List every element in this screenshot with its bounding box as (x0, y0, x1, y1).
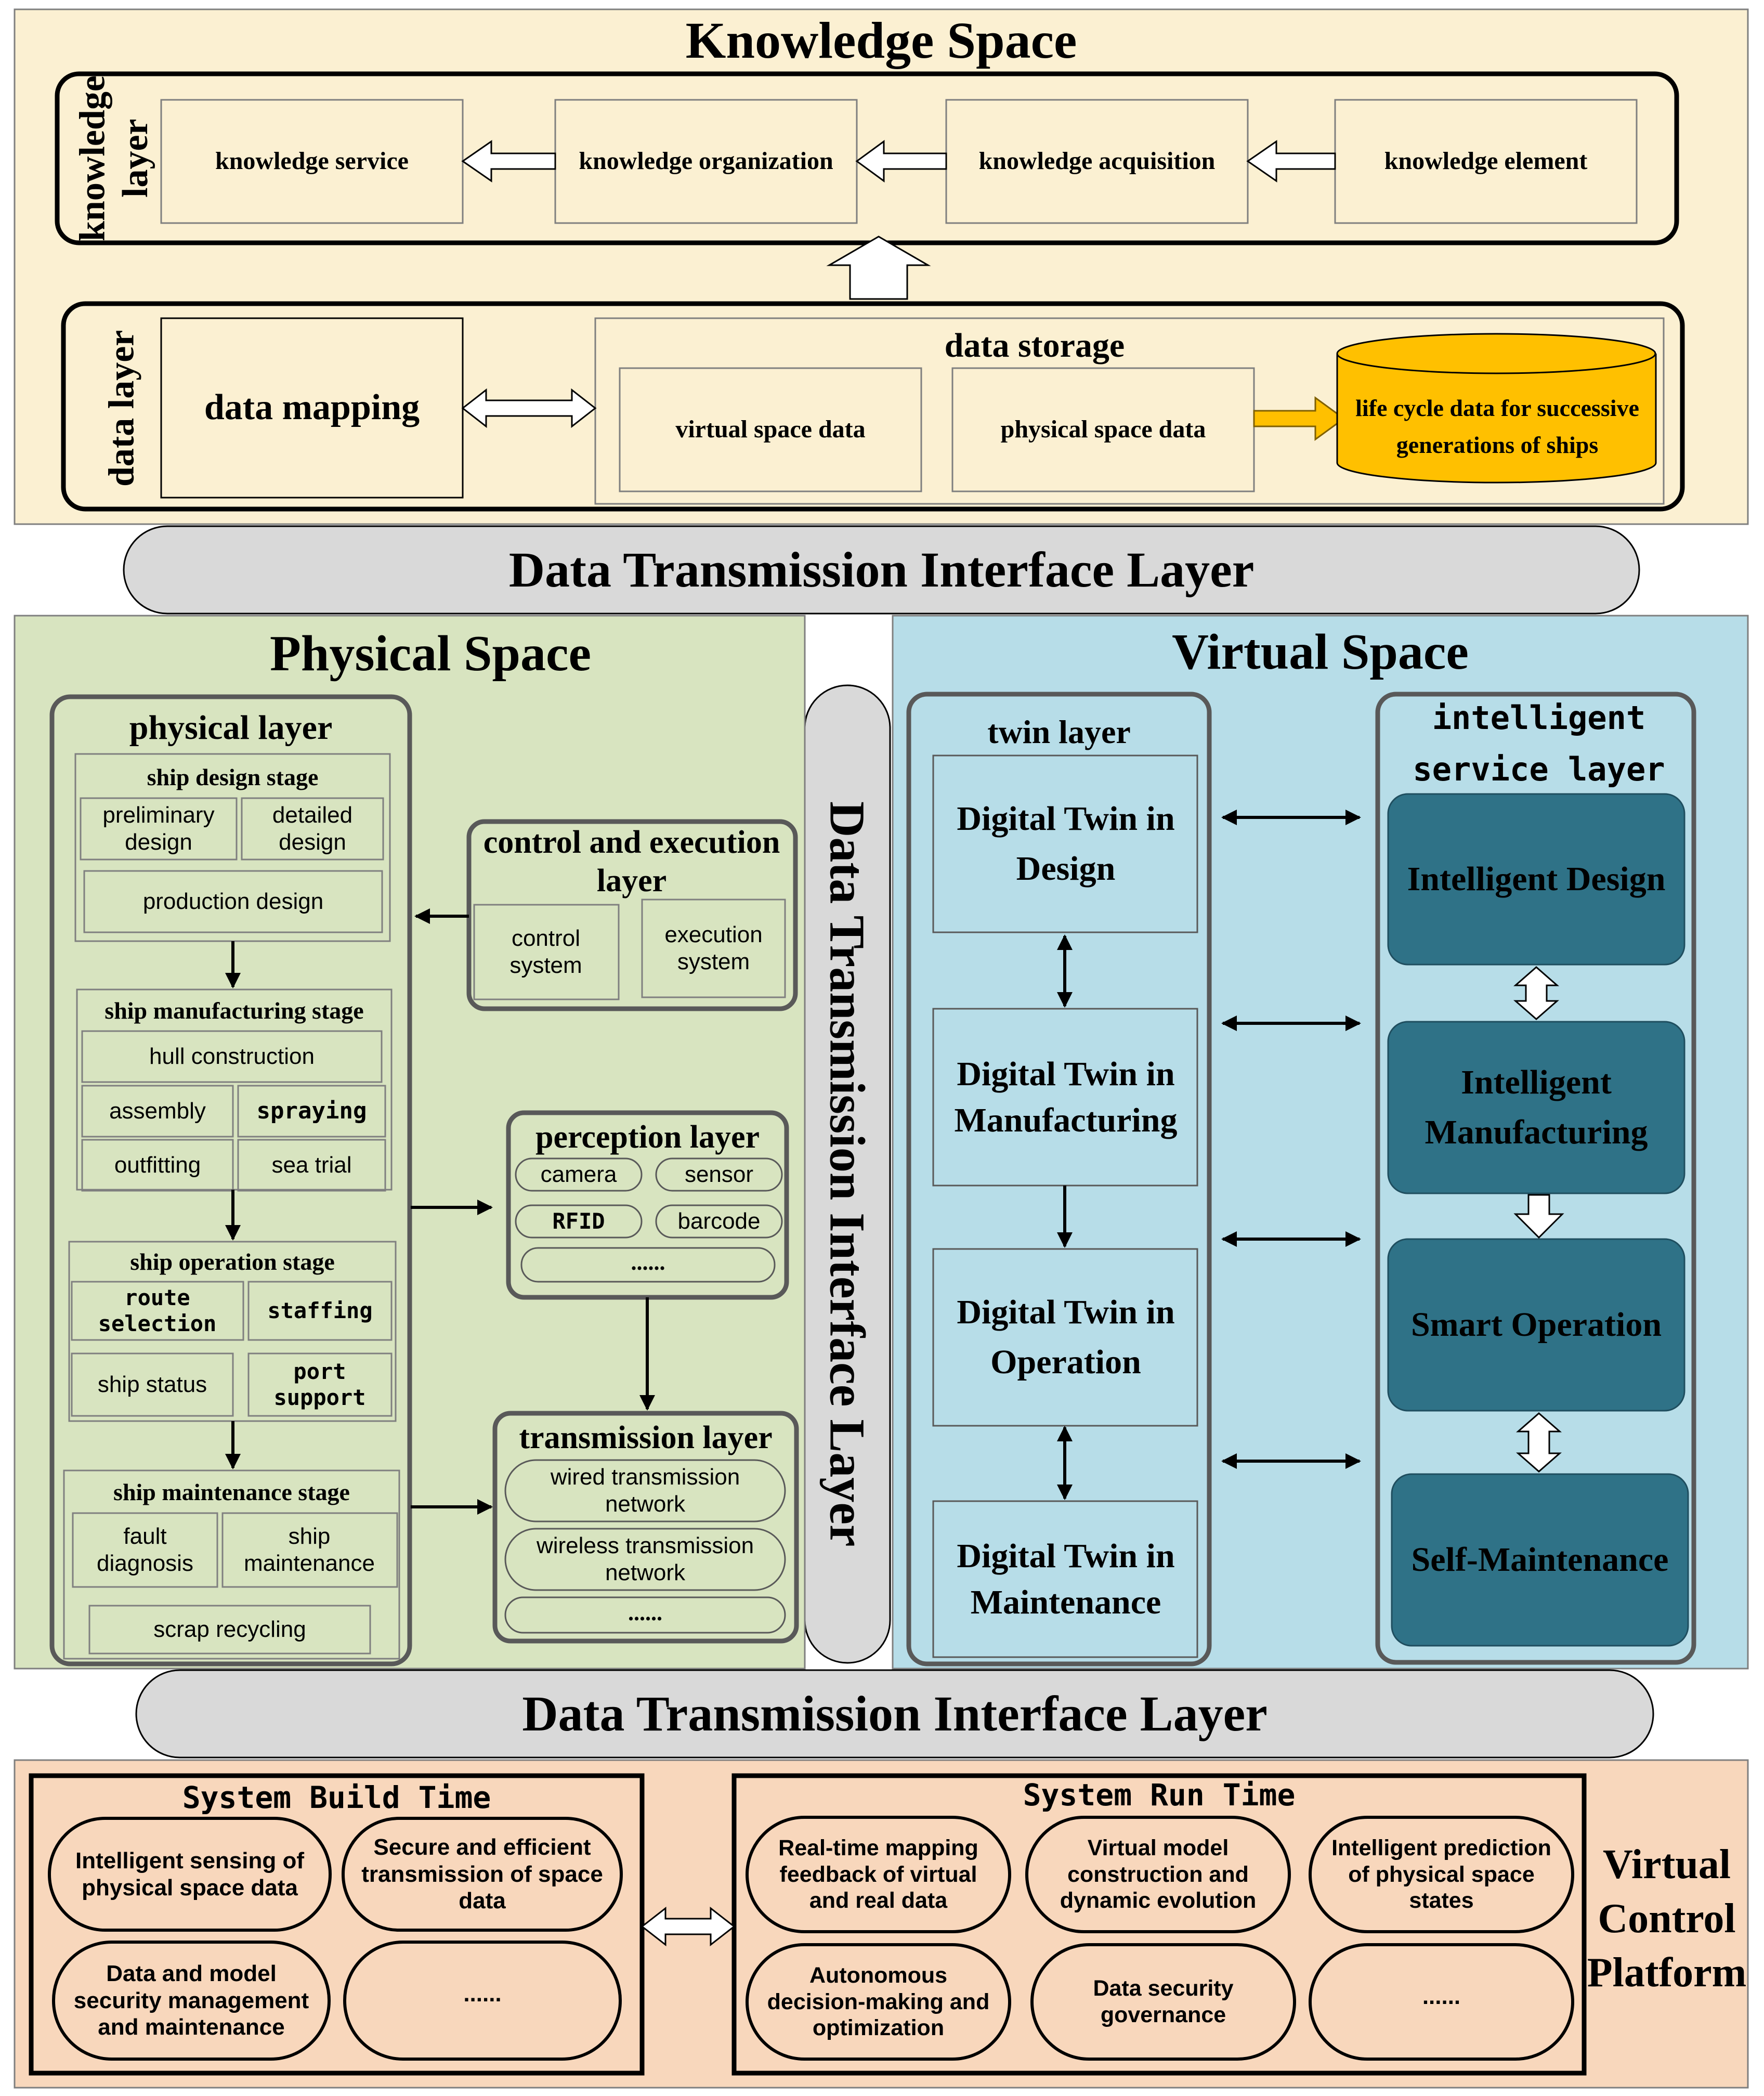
double-hollow-arrow-vertical (1513, 966, 1559, 1020)
left-hollow-arrow (1246, 140, 1336, 183)
run-time-title: System Run Time (1023, 1777, 1296, 1813)
knowledge-service-box: knowledge service (215, 147, 409, 175)
build-item-security: Data and model security management and m… (73, 1960, 309, 2040)
run-item-model: Virtual model construction and dynamic e… (1060, 1835, 1257, 1913)
production-design-box: production design (142, 889, 324, 915)
twin-maintenance-box: Digital Twin in Maintenance (957, 1537, 1175, 1621)
intelligent-manufacturing-box: Intelligent Manufacturing (1425, 1063, 1648, 1151)
operation-stage-title: ship operation stage (130, 1248, 335, 1275)
spraying-box: spraying (256, 1098, 367, 1125)
double-hollow-arrow-vertical (1516, 1412, 1562, 1473)
hull-construction-box: hull construction (149, 1044, 315, 1070)
maintenance-stage-title: ship maintenance stage (113, 1478, 350, 1505)
preliminary-design-box: preliminary design (102, 802, 215, 855)
self-maintenance-box: Self-Maintenance (1411, 1541, 1669, 1579)
staffing-box: staffing (267, 1298, 373, 1324)
route-selection-box: route selection (98, 1285, 217, 1336)
service-layer-frame (1375, 692, 1696, 1665)
physical-layer-frame (49, 694, 412, 1667)
interface-layer-top-label: Data Transmission Interface Layer (508, 542, 1255, 598)
double-hollow-arrow (641, 1906, 736, 1947)
build-time-title: System Build Time (182, 1780, 491, 1816)
detailed-design-box: detailed design (272, 802, 353, 855)
ship-maintenance-box: ship maintenance (244, 1524, 375, 1576)
wireless-network-item: wireless transmission network (536, 1533, 754, 1585)
build-time-frame (29, 1773, 645, 2076)
sea-trial-box: sea trial (271, 1152, 352, 1178)
execution-system-box: execution system (664, 922, 763, 974)
control-system-box: control system (509, 926, 582, 978)
knowledge-element-box: knowledge element (1384, 147, 1588, 175)
virtual-space-title: Virtual Space (1172, 624, 1469, 681)
platform-title: Virtual Control Platform (1587, 1842, 1747, 1996)
lifecycle-data-cylinder: life cycle data for successive generatio… (1355, 394, 1639, 458)
rfid-item: RFID (552, 1208, 605, 1234)
interface-bar-top (123, 525, 1640, 615)
run-item-prediction: Intelligent prediction of physical space… (1331, 1835, 1551, 1913)
outfitting-box: outfitting (114, 1152, 201, 1178)
perception-layer-title: perception layer (535, 1119, 760, 1155)
build-item-sensing: Intelligent sensing of physical space da… (75, 1847, 305, 1900)
data-mapping-box: data mapping (204, 387, 420, 428)
assembly-box: assembly (109, 1098, 206, 1124)
left-hollow-arrow (461, 140, 556, 183)
twin-design-box: Digital Twin in Design (957, 800, 1175, 888)
intelligent-design-box: Intelligent Design (1407, 860, 1666, 899)
sensor-item: sensor (684, 1162, 754, 1188)
twin-operation-box: Digital Twin in Operation (957, 1293, 1175, 1381)
run-item-mapping: Real-time mapping feedback of virtual an… (778, 1835, 978, 1913)
knowledge-organization-box: knowledge organization (579, 147, 833, 175)
fault-diagnosis-box: fault diagnosis (97, 1524, 193, 1576)
down-hollow-arrow (1513, 1194, 1564, 1239)
data-layer-label: data layer (101, 330, 142, 487)
double-hollow-arrow (461, 388, 597, 428)
knowledge-space-title: Knowledge Space (685, 11, 1077, 69)
transmission-layer-frame (492, 1411, 799, 1644)
lifecycle-cylinder (1336, 354, 1657, 484)
scrap-recycling-box: scrap recycling (153, 1617, 306, 1643)
up-hollow-arrow (826, 236, 931, 300)
physical-space-title: Physical Space (270, 625, 591, 682)
interface-layer-middle-label: Data Transmission Interface Layer (819, 801, 876, 1547)
run-item-more: ...... (1422, 1984, 1461, 2010)
design-stage-title: ship design stage (147, 763, 319, 790)
physical-space-data-box: physical space data (1000, 415, 1206, 444)
transmission-layer-title: transmission layer (519, 1420, 773, 1456)
control-layer-title: control and execution layer (483, 825, 780, 899)
run-time-frame (731, 1773, 1587, 2076)
knowledge-layer-label: knowledge layer (72, 75, 155, 241)
interface-bar-bottom (135, 1669, 1654, 1759)
yellow-arrow (1253, 396, 1345, 441)
run-item-decision: Autonomous decision-making and optimizat… (767, 1962, 990, 2041)
perception-more-item: ...... (631, 1249, 665, 1275)
transmission-more-item: ...... (628, 1600, 662, 1626)
data-storage-title: data storage (944, 327, 1125, 365)
barcode-item: barcode (677, 1208, 761, 1234)
twin-manufacturing-box: Digital Twin in Manufacturing (954, 1054, 1178, 1139)
build-item-more: ...... (463, 1981, 502, 2007)
twin-layer-frame (906, 692, 1212, 1667)
ship-status-box: ship status (97, 1372, 207, 1398)
service-layer-title: intelligent service layer (1413, 698, 1665, 788)
camera-item: camera (540, 1162, 617, 1188)
wired-network-item: wired transmission network (550, 1464, 740, 1517)
physical-layer-title: physical layer (129, 709, 333, 747)
smart-operation-box: Smart Operation (1410, 1306, 1662, 1344)
twin-layer-title: twin layer (987, 713, 1131, 750)
left-hollow-arrow (855, 140, 947, 183)
port-support-box: port support (273, 1359, 366, 1410)
interface-layer-bottom-label: Data Transmission Interface Layer (522, 1686, 1268, 1742)
data-layer-frame (61, 301, 1685, 512)
run-item-governance: Data security governance (1093, 1976, 1234, 2027)
build-item-transmission: Secure and efficient transmission of spa… (361, 1834, 603, 1914)
virtual-space-data-box: virtual space data (675, 415, 866, 444)
knowledge-acquisition-box: knowledge acquisition (978, 147, 1216, 175)
manufacturing-stage-title: ship manufacturing stage (104, 997, 364, 1024)
